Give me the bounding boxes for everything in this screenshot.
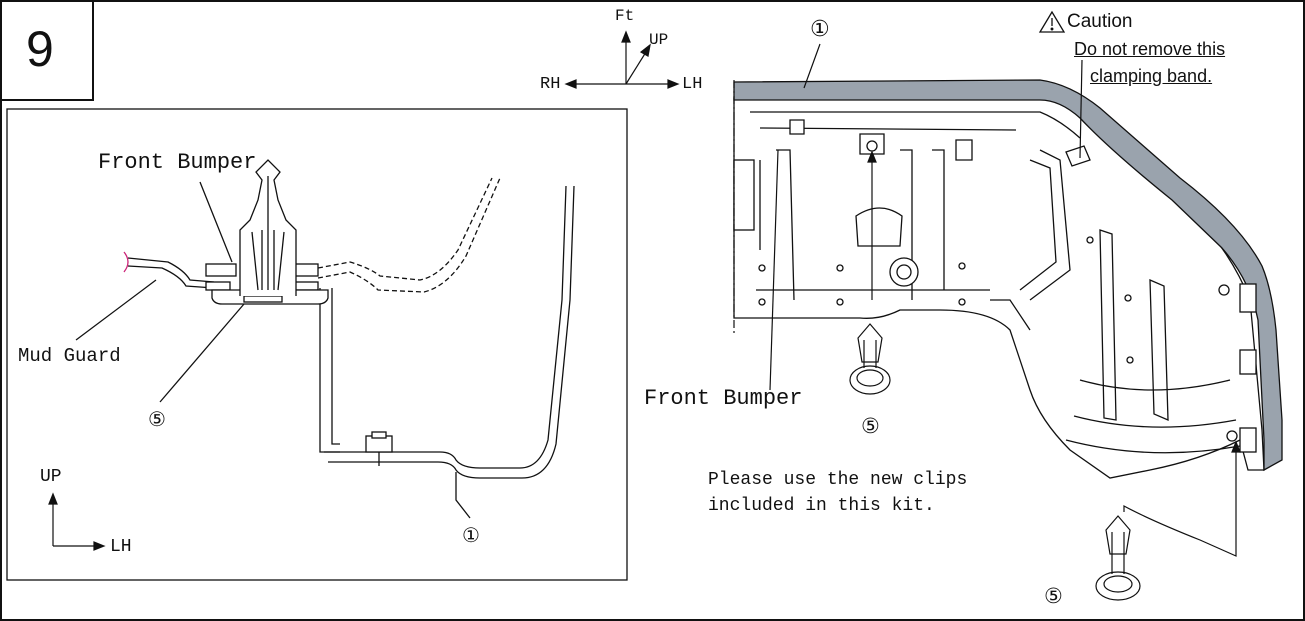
bumper-assembly xyxy=(733,79,1283,479)
bumper-hidden-line xyxy=(317,177,501,293)
step-number: 9 xyxy=(26,21,54,77)
main-leaders xyxy=(769,43,1241,557)
main-part-callout: ① xyxy=(810,16,830,41)
caution-triangle-icon xyxy=(1038,10,1066,33)
compass-ft-label: Ft xyxy=(615,7,635,25)
clip-note-line-2: included in this kit. xyxy=(708,496,935,516)
clamping-band-molding xyxy=(733,79,1283,472)
clip-note-line-1: Please use the new clips xyxy=(708,470,968,490)
step-number-box xyxy=(0,0,94,101)
caution-line-1: Do not remove this xyxy=(1074,39,1226,59)
front-bumper-leader-main xyxy=(769,149,779,391)
main-front-bumper-label: Front Bumper xyxy=(644,386,803,411)
detail-clip-callout: ⑤ xyxy=(148,409,166,431)
caution-title: Caution xyxy=(1067,11,1133,32)
right-flange-lower xyxy=(293,281,319,291)
detail-axis-lh-label: LH xyxy=(110,537,132,557)
detail-part-callout: ① xyxy=(462,525,480,547)
front-bumper-leader-detail xyxy=(199,181,233,263)
part1-leader-detail xyxy=(455,472,471,519)
detail-front-bumper-label: Front Bumper xyxy=(98,150,257,175)
compass-rh-label: RH xyxy=(540,75,561,94)
compass-lh-label: LH xyxy=(682,75,703,94)
left-flange-lower xyxy=(205,281,231,291)
compass-up-label: UP xyxy=(649,31,669,49)
main-clip-callout-center: ⑤ xyxy=(861,415,880,438)
mud-guard-leader xyxy=(75,279,157,341)
bumper-panel xyxy=(733,91,1265,479)
detail-inset-frame xyxy=(6,108,628,581)
bracket-outline xyxy=(319,288,340,453)
detail-section-drawing xyxy=(75,159,575,519)
mud-guard-break-mark xyxy=(123,251,129,273)
bracket-plate xyxy=(324,185,575,479)
clip-head-slot xyxy=(243,295,283,303)
caution-leader xyxy=(1079,59,1083,159)
clip-center xyxy=(849,323,891,395)
clip-bottom-leader xyxy=(1123,448,1237,557)
main-clip-callout-bottom: ⑤ xyxy=(1044,585,1063,608)
plate-nut-top xyxy=(371,431,387,439)
clip-leader-detail xyxy=(159,303,245,403)
direction-compass xyxy=(564,30,680,89)
detail-mud-guard-label: Mud Guard xyxy=(18,345,121,367)
mud-guard-line xyxy=(127,257,215,289)
clip-bottom xyxy=(1095,515,1141,601)
detail-axis-arrows xyxy=(48,492,106,551)
left-flange xyxy=(205,263,237,277)
detail-axis-up-label: UP xyxy=(40,467,62,487)
caution-line-2: clamping band. xyxy=(1090,66,1213,86)
part1-leader-main xyxy=(803,43,821,89)
